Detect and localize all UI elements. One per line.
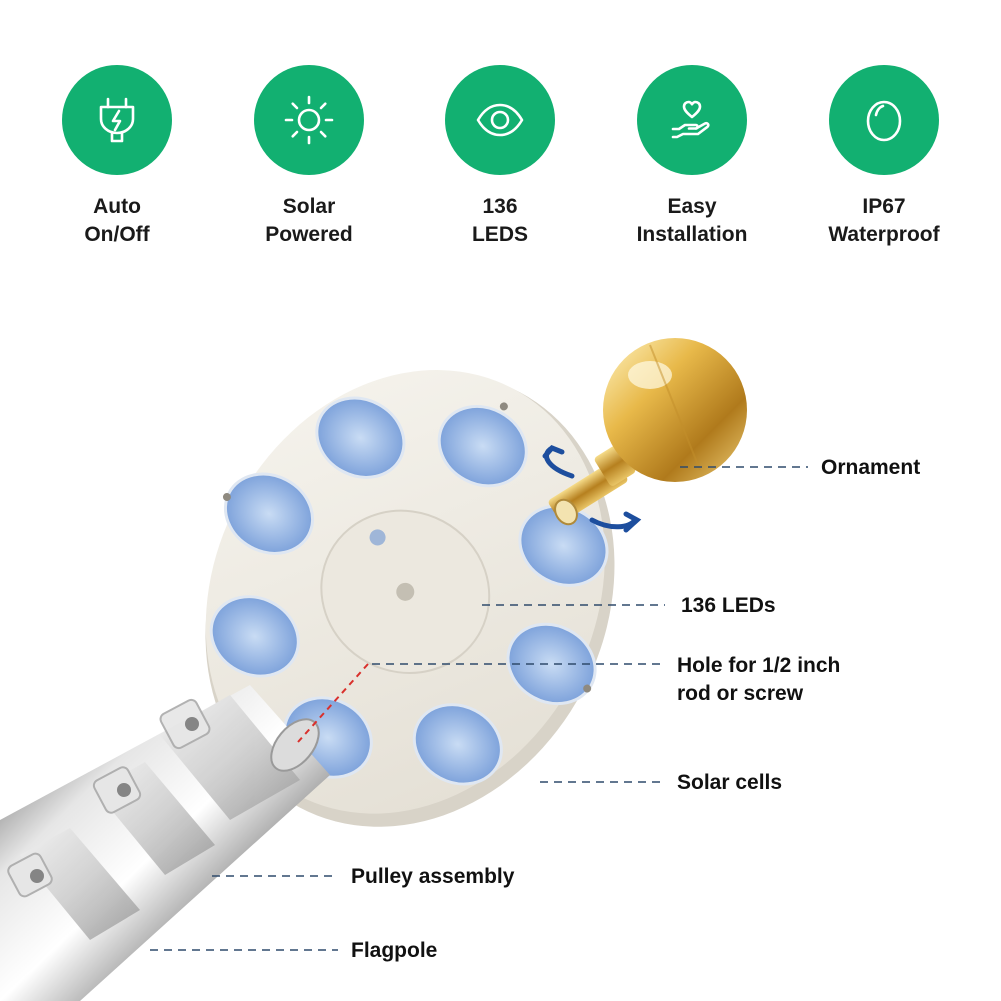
feature-label-line1: Solar: [282, 195, 336, 218]
feature-label-line2: Powered: [265, 223, 353, 246]
plug-icon: [99, 97, 135, 143]
feature-circle: [637, 65, 747, 175]
flagpole: [0, 685, 330, 1001]
callout-solar-cells: Solar cells: [677, 771, 783, 794]
callout-hole-line2: rod or screw: [677, 682, 804, 705]
feature-136-leds: 136 LEDS: [405, 65, 595, 249]
feature-label-line1: Auto: [93, 195, 141, 218]
feature-circle: [62, 65, 172, 175]
callout-flagpole: Flagpole: [351, 939, 438, 962]
feature-solar-powered: Solar Powered: [214, 65, 404, 249]
feature-circle: [445, 65, 555, 175]
feature-label-line2: On/Off: [84, 223, 150, 246]
feature-circle: [829, 65, 939, 175]
feature-label-line1: Easy: [667, 195, 717, 218]
feature-auto-onoff: Auto On/Off: [22, 65, 212, 249]
solar-disc: [205, 370, 615, 827]
callout-hole-line1: Hole for 1/2 inch: [677, 654, 841, 677]
feature-label: Solar Powered: [214, 193, 404, 249]
callout-hole: Hole for 1/2 inch rod or screw: [677, 652, 840, 708]
feature-label-line1: IP67: [862, 195, 906, 218]
feature-label-line2: LEDS: [471, 223, 528, 246]
hand-heart-icon: [671, 100, 710, 139]
callout-136-leds: 136 LEDs: [681, 594, 776, 617]
leader-lines: [150, 466, 808, 951]
feature-label: IP67 Waterproof: [789, 193, 979, 249]
feature-ip67-waterproof: IP67 Waterproof: [789, 65, 979, 249]
feature-label-line2: Installation: [636, 223, 748, 246]
feature-label: Auto On/Off: [22, 193, 212, 249]
feature-label-line1: 136: [482, 195, 518, 218]
ornament-ball: [548, 338, 747, 526]
feature-easy-installation: Easy Installation: [597, 65, 787, 249]
drop-icon: [866, 100, 902, 142]
callout-pulley-assembly: Pulley assembly: [351, 865, 515, 888]
callout-ornament: Ornament: [821, 456, 921, 479]
feature-label-line2: Waterproof: [828, 223, 940, 246]
feature-row: Auto On/Off Solar Powered: [0, 0, 1001, 270]
feature-label: Easy Installation: [597, 193, 787, 249]
feature-circle: [254, 65, 364, 175]
feature-label: 136 LEDS: [405, 193, 595, 249]
eye-icon: [476, 103, 524, 137]
rotate-arrow-icon: [542, 445, 642, 533]
sun-icon: [284, 95, 334, 145]
